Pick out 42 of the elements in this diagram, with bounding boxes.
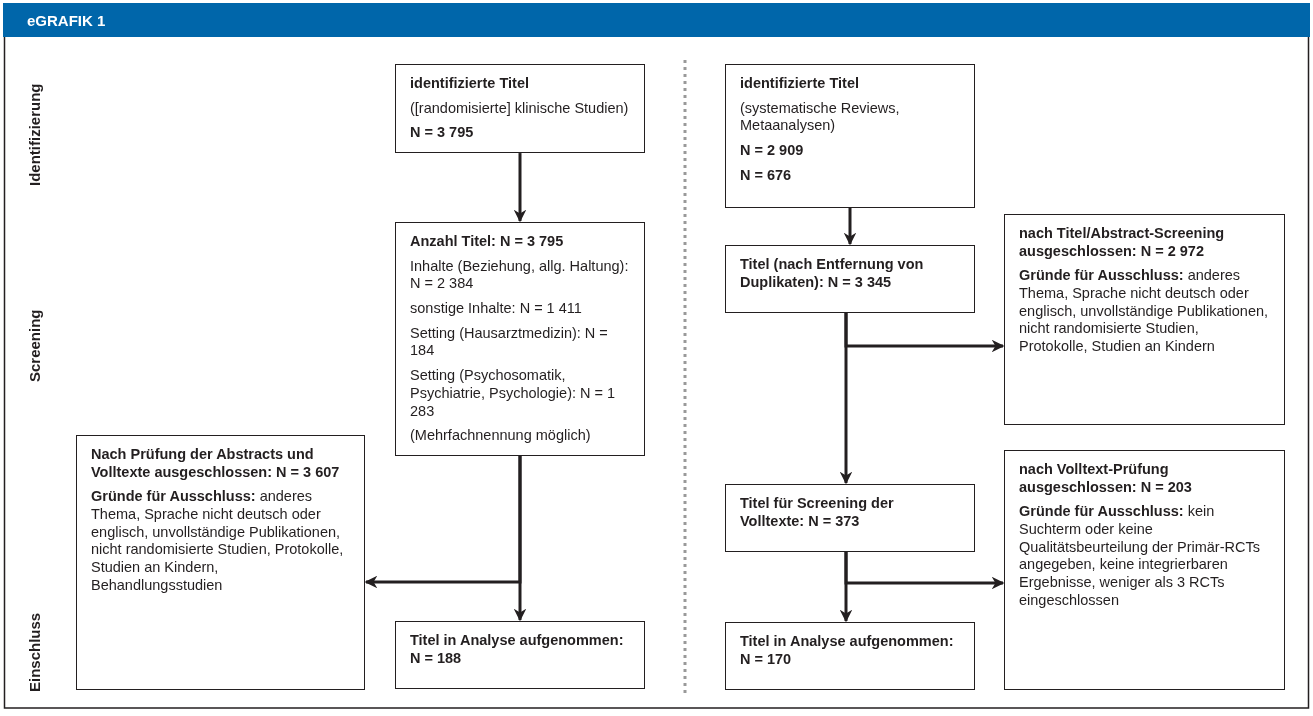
box-text: N = 2 909: [740, 142, 805, 160]
process-box: [395, 64, 645, 154]
box-text: Setting (Hausarztmedizin): N = 184: [410, 324, 609, 361]
box-text: sonstige Inhalte: N = 1 411: [410, 300, 583, 318]
box-heading: Titel (nach Entfernung von Duplikaten): N = 3 345: [740, 256, 925, 292]
box-heading: Anzahl Titel: N = 3 795: [410, 233, 565, 251]
box-heading: identifizierte Titel: [410, 75, 530, 93]
box-text: Gründe für Ausschluss: anderes Thema, Sprache nicht deutsch oder englisch, unvollständige Publikationen, nicht randomisierte Studien, Protokolle, Studien an Kindern, Behandlungsstudien: [91, 488, 345, 595]
phase-label: Identifizierung: [26, 83, 43, 186]
box-text: N = 3 795: [410, 124, 475, 143]
phase-label: Einschluss: [26, 612, 43, 692]
arrow: [839, 313, 853, 485]
exclusion-box: [1004, 450, 1285, 690]
box-text: ([randomisierte] klinische Studien): [410, 99, 630, 118]
box-text: Inhalte (Beziehung, allg. Haltung): N = 2 384: [410, 257, 630, 294]
arrow: [513, 153, 527, 223]
exclusion-box: [1004, 214, 1285, 425]
process-box: [725, 484, 975, 552]
box-text: (Mehrfachnennung möglich): [410, 427, 592, 445]
process-box: [725, 64, 975, 208]
process-box: [725, 245, 975, 313]
box-text: Gründe für Ausschluss: anderes Thema, Sprache nicht deutsch oder englisch, unvollständige Publikationen, nicht randomisierte Studien, Protokolle, Studien an Kindern: [1019, 267, 1270, 356]
exclusion-box: [76, 435, 365, 690]
box-text: Gründe für Ausschluss: kein Suchterm oder keine Qualitätsbeurteilung der Primär-RCTs angegeben, keine integrierbaren Ergebnisse, weniger als 3 RCTs eingeschlossen: [1019, 503, 1261, 610]
box-text: Setting (Psychosomatik, Psychiatrie, Psychologie): N = 1 283: [410, 367, 617, 421]
box-heading: Nach Prüfung der Abstracts und Volltexte ausgeschlossen: N = 3 607: [91, 446, 341, 482]
arrow: [513, 455, 527, 622]
process-box: [395, 222, 645, 456]
process-box: [725, 622, 975, 690]
box-text: N = 676: [740, 166, 793, 185]
box-heading: nach Volltext-Prüfung ausgeschlossen: N = 203: [1019, 461, 1193, 497]
title: eGRAFIK 1: [27, 12, 106, 29]
box-heading: Titel für Screening der Volltexte: N = 373: [740, 495, 895, 531]
box-text: (systematische Reviews, Metaanalysen): [740, 99, 901, 136]
box-heading: nach Titel/Abstract-Screening ausgeschlossen: N = 2 972: [1019, 225, 1226, 261]
box-heading: identifizierte Titel: [740, 75, 860, 93]
process-box: [395, 621, 645, 689]
box-heading: Titel in Analyse aufgenommen: N = 188: [410, 632, 625, 668]
box-heading: Titel in Analyse aufgenommen: N = 170: [740, 633, 955, 669]
arrow: [843, 208, 857, 246]
phase-label: Screening: [26, 309, 43, 382]
arrow: [839, 552, 853, 623]
